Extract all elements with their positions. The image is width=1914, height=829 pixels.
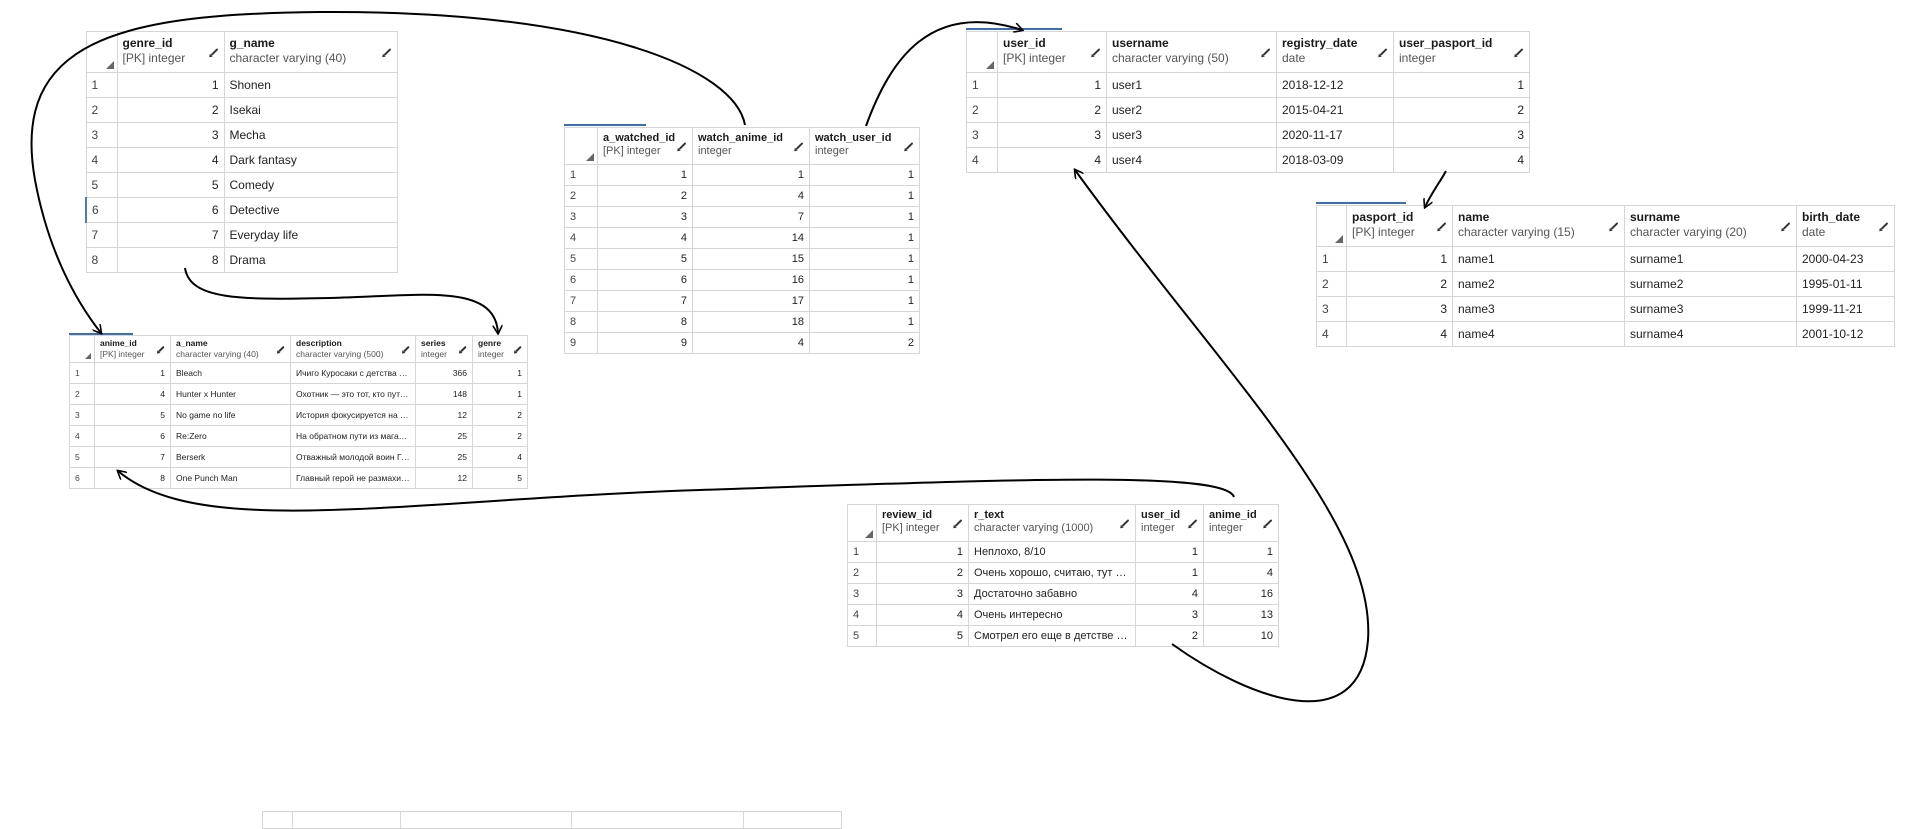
- empty-grid-fragment: [262, 811, 842, 829]
- select-all-corner[interactable]: [847, 504, 877, 542]
- column-header-a-watched-id[interactable]: a_watched_id[PK] integer: [597, 127, 693, 165]
- select-all-icon[interactable]: [105, 61, 114, 69]
- selection-indicator: [1316, 202, 1406, 204]
- arrow-genre-to-anime: [184, 267, 498, 333]
- select-all-corner[interactable]: [85, 31, 118, 73]
- selection-indicator: [966, 28, 1062, 30]
- select-all-icon[interactable]: [85, 353, 91, 359]
- select-all-icon[interactable]: [986, 61, 994, 69]
- select-all-corner[interactable]: [966, 31, 998, 73]
- column-header-pasport-id[interactable]: pasport_id[PK] integer: [1346, 205, 1453, 247]
- select-all-corner[interactable]: [69, 335, 95, 363]
- column-header-review-id[interactable]: review_id[PK] integer: [876, 504, 969, 542]
- select-all-icon[interactable]: [865, 530, 873, 538]
- select-all-icon[interactable]: [586, 153, 594, 161]
- select-all-icon[interactable]: [1335, 235, 1343, 243]
- column-header-anime-id[interactable]: anime_id[PK] integer: [94, 335, 171, 363]
- column-header-genre-id[interactable]: genre_id[PK] integer: [116, 31, 225, 73]
- select-all-corner[interactable]: [564, 127, 598, 165]
- selection-indicator: [564, 124, 646, 126]
- column-header-user-id[interactable]: user_id[PK] integer: [997, 31, 1107, 73]
- arrow-users-to-pasport: [1425, 170, 1447, 207]
- select-all-corner[interactable]: [1316, 205, 1347, 247]
